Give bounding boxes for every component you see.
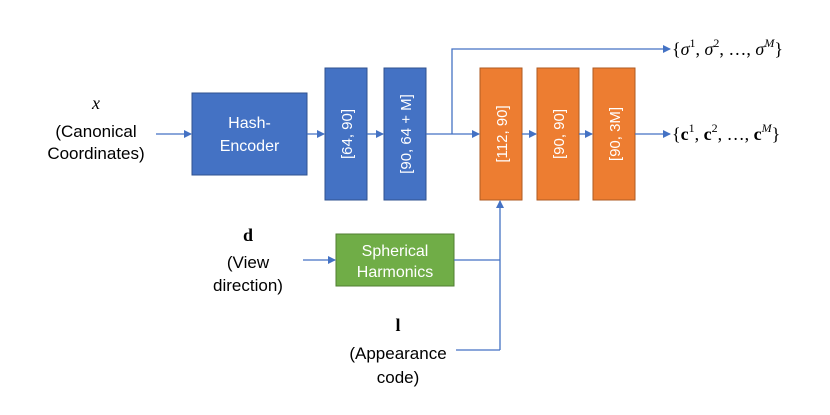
input-x-label-line1: (Canonical — [55, 122, 136, 141]
input-l-label-line2: code) — [377, 368, 420, 387]
hash-encoder-label-line2: Encoder — [220, 138, 280, 155]
input-d-label-line2: direction) — [213, 276, 283, 295]
input-d-symbol: d — [243, 225, 253, 245]
layer-90-90-label: [90, 90] — [551, 109, 568, 159]
input-l: l (Appearance code) — [349, 315, 446, 387]
input-x-label-line2: Coordinates) — [47, 144, 144, 163]
input-l-symbol: l — [395, 315, 400, 335]
hash-encoder-label-line1: Hash- — [228, 115, 271, 132]
input-d: d (View direction) — [213, 225, 283, 295]
layer-112-90: [112, 90] — [479, 67, 523, 201]
output-sigma: {σ1, σ2, …, σM} — [672, 36, 783, 59]
input-l-label-line1: (Appearance — [349, 344, 446, 363]
spherical-harmonics-block: Spherical Harmonics — [335, 233, 455, 287]
layer-64-90: [64, 90] — [324, 67, 368, 201]
arrow-to-sigma-output — [451, 45, 671, 134]
input-x: x (Canonical Coordinates) — [47, 93, 144, 163]
layer-112-90-label: [112, 90] — [494, 105, 511, 162]
layer-90-64m: [90, 64 + M] — [383, 67, 427, 201]
layer-64-90-label: [64, 90] — [339, 109, 356, 159]
layer-90-64m-label: [90, 64 + M] — [398, 94, 415, 174]
connectors — [156, 45, 671, 351]
hash-encoder-block: Hash- Encoder — [191, 92, 308, 176]
spherical-harmonics-label-line2: Harmonics — [357, 264, 433, 281]
output-color: {c1, c2, …, cM} — [672, 121, 780, 144]
input-x-symbol: x — [91, 93, 100, 113]
layer-90-3m-label: [90, 3M] — [607, 107, 624, 161]
layer-90-90: [90, 90] — [536, 67, 580, 201]
layer-90-3m: [90, 3M] — [592, 67, 636, 201]
spherical-harmonics-label-line1: Spherical — [362, 243, 429, 260]
input-d-label-line1: (View — [227, 253, 270, 272]
